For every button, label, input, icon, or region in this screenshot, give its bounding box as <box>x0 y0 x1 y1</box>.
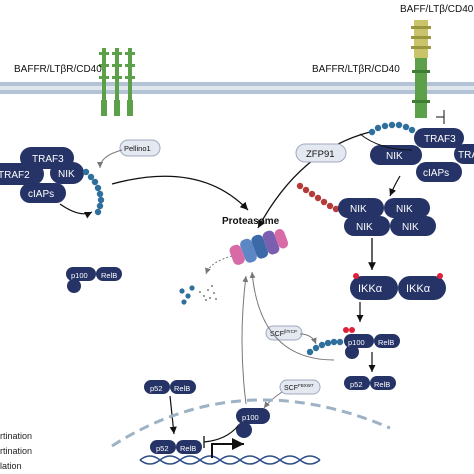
cell-membrane <box>0 82 474 94</box>
p52-left-label: p52 <box>150 384 163 393</box>
zfp91-label: ZFP91 <box>306 149 335 160</box>
ikka-2 <box>398 276 446 300</box>
p100-phospho-2 <box>349 327 355 333</box>
left-receptor-label: BAFFR/LTβR/CD40 <box>14 64 102 75</box>
relb-nuclear <box>176 440 202 454</box>
p100-to-proteasome-arrow <box>249 271 335 361</box>
right-receptor <box>411 20 431 118</box>
nik-left-label: NIK <box>58 169 75 180</box>
p100-right-tail <box>345 345 359 359</box>
inhibition-bar <box>436 110 445 124</box>
ikka-phospho-1 <box>353 273 359 279</box>
nik-cluster-3: NIK <box>356 222 373 233</box>
nik-cluster-2: NIK <box>396 204 413 215</box>
p52-right-label: p52 <box>350 380 363 389</box>
ciaps-left-label: cIAPs <box>28 189 54 200</box>
p100-nuclear-tail <box>236 422 252 438</box>
p100-right <box>344 334 374 348</box>
ciaps-right <box>416 162 462 182</box>
left-to-proteasome-arrow <box>111 175 249 211</box>
pellino1 <box>119 139 161 157</box>
relb-right-label: RelB <box>378 338 394 347</box>
ikka-phospho-2 <box>437 273 443 279</box>
fbxw7-to-proteasome-arrow <box>241 275 249 405</box>
nik-right-label: NIK <box>386 151 403 162</box>
p100-inhibit-arrow <box>203 425 239 443</box>
degraded-peptides <box>179 285 195 305</box>
scf-btrcp-arrow <box>299 333 317 345</box>
p52-right <box>344 376 370 390</box>
nik-left <box>50 162 84 184</box>
nik-cluster-1: NIK <box>350 204 367 215</box>
p100-phospho-1 <box>343 327 349 333</box>
pellino1-arrow <box>97 149 123 169</box>
p52-nuclear-label: p52 <box>156 444 169 453</box>
scf-fbxw7-label: SCFFBXW7 <box>284 383 314 392</box>
relb-right <box>374 334 400 348</box>
ciaps-to-nik-arrow <box>389 175 401 197</box>
legend-line-1: rtination <box>0 431 33 441</box>
ikka-1 <box>350 276 398 300</box>
proteasome-label: Proteasome <box>222 216 280 227</box>
proteasome-icon <box>229 229 289 265</box>
relb-nuclear-label: RelB <box>180 444 196 453</box>
ikka-2-label: IKKα <box>406 283 431 295</box>
p100-ubiquitin-chain <box>306 338 344 356</box>
ikka-1-label: IKKα <box>358 283 383 295</box>
traf2-right-label: TRAF2 <box>458 150 474 161</box>
zfp91 <box>295 143 347 163</box>
nik-cluster-4: NIK <box>402 222 419 233</box>
nuclear-envelope <box>111 398 391 448</box>
p100-nuclear-label: p100 <box>242 413 259 422</box>
ciaps-right-label: cIAPs <box>423 168 449 179</box>
relb-right-2-label: RelB <box>374 380 390 389</box>
pellino1-label: Pellino1 <box>124 144 151 153</box>
p100-right-label: p100 <box>348 338 365 347</box>
p100-nuclear <box>236 408 270 424</box>
relb-left-label: RelB <box>101 271 117 280</box>
ciaps-arrow <box>59 203 93 219</box>
left-ubiquitin-chain <box>82 168 105 216</box>
legend-line-3: lation <box>0 461 22 471</box>
p100-relb-left <box>66 267 122 293</box>
right-ubiquitin-to-proteasome-arrow <box>257 131 371 229</box>
dna-strand <box>139 455 321 465</box>
relb-left-2-label: RelB <box>174 384 190 393</box>
right-receptor-label: BAFFR/LTβR/CD40 <box>312 64 400 75</box>
traf3-right-label: TRAF3 <box>424 134 456 145</box>
traf2-left-label: TRAF2 <box>0 170 30 181</box>
scf-btrcp-label: SCFβTrCP <box>270 329 297 338</box>
left-complex: TRAF3 TRAF2 NIK cIAPs <box>0 147 84 203</box>
relb-right-2 <box>370 376 396 390</box>
traf2-left <box>0 163 44 185</box>
scf-fbxw7 <box>279 379 321 395</box>
p52-nuclear <box>150 440 176 454</box>
right-upper-ubiquitin-chain <box>368 121 416 136</box>
ligand-label: BAFF/LTβ/CD40L <box>400 4 474 15</box>
traf2-right <box>454 144 474 164</box>
inhibition-arrow <box>359 133 413 151</box>
nik-cluster <box>338 198 436 236</box>
left-receptors <box>99 48 135 116</box>
p52-left <box>144 380 170 394</box>
transcription-start-arrow <box>211 438 244 458</box>
proteasome-to-peptides-arrow <box>205 255 233 275</box>
traf3-right <box>414 128 464 148</box>
ciaps-left <box>20 183 66 203</box>
peptide-dots <box>199 285 217 301</box>
traf3-left-label: TRAF3 <box>32 154 64 165</box>
p100-left-label: p100 <box>71 271 88 280</box>
red-ubiquitin-chain <box>296 182 340 213</box>
legend-line-2: rtination <box>0 446 33 456</box>
relb-left-2 <box>170 380 196 394</box>
